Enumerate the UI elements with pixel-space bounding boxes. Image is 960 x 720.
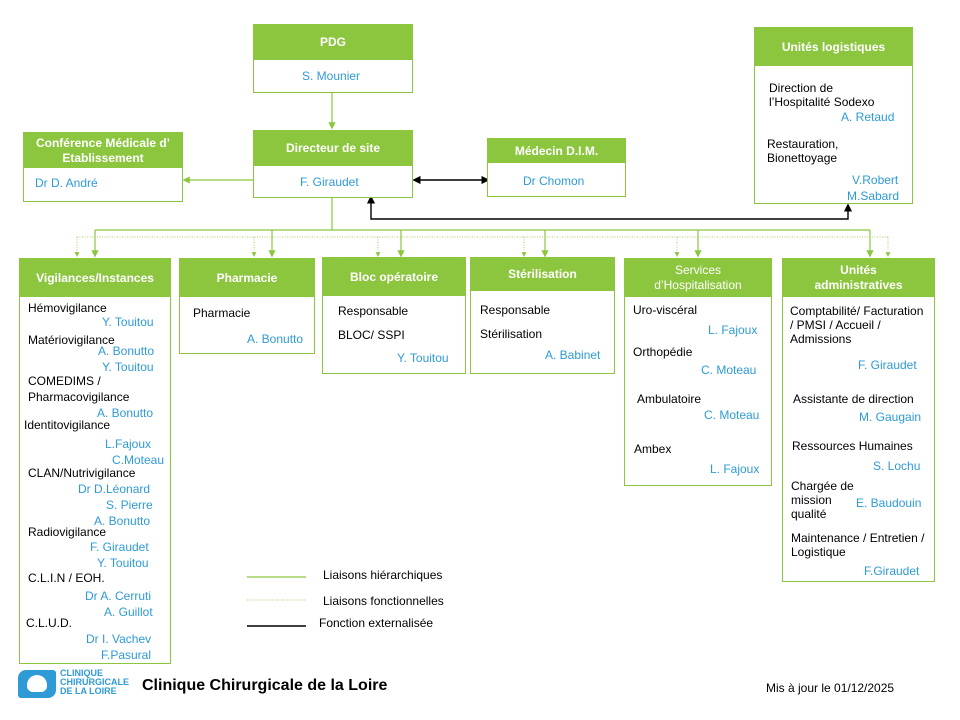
- logistics-item1-name: A. Retaud: [841, 110, 895, 124]
- admin-accounting-name: F. Giraudet: [858, 358, 917, 372]
- comedims-label: COMEDIMS /: [28, 374, 101, 388]
- clan-name1: Dr D.Léonard: [78, 482, 151, 496]
- clan-name2: S. Pierre: [106, 498, 153, 512]
- materiovigilance-name1: A. Bonutto: [98, 344, 155, 358]
- hospital-services-title: Services d’Hospitalisation: [625, 259, 771, 297]
- logistics-item2-name2: M.Sabard: [847, 189, 900, 203]
- vigilances-box: Vigilances/Instances Hémovigilance Y. To…: [19, 258, 171, 664]
- admin-hr: Ressources Humaines: [792, 439, 913, 453]
- dim-name: Dr Chomon: [523, 174, 585, 188]
- logistics-title: Unités logistiques: [755, 28, 912, 66]
- service-orthopedie-name: C. Moteau: [701, 363, 757, 377]
- radiovigilance-name1: F. Giraudet: [90, 540, 149, 554]
- site-director-title: Directeur de site: [254, 131, 412, 166]
- clin-label: C.L.I.N / EOH.: [28, 571, 105, 585]
- legend-external: Fonction externalisée: [319, 616, 434, 630]
- admin-accounting: Comptabilité/ Facturation / PMSI / Accue…: [790, 304, 924, 346]
- medical-conference-name: Dr D. André: [35, 176, 98, 190]
- admin-assistant-name: M. Gaugain: [859, 410, 922, 424]
- radiovigilance-name2: Y. Touitou: [97, 556, 149, 570]
- admin-maintenance-name: F.Giraudet: [864, 564, 920, 578]
- admin-hr-name: S. Lochu: [873, 459, 921, 473]
- hemovigilance-label: Hémovigilance: [28, 301, 107, 315]
- footer-title: Clinique Chirurgicale de la Loire: [142, 677, 388, 694]
- admin-assistant: Assistante de direction: [793, 392, 914, 406]
- hospital-services-box: Services d’Hospitalisation Uro-viscéral …: [624, 258, 772, 486]
- vigilances-title: Vigilances/Instances: [20, 259, 170, 297]
- identitovigilance-label: Identitovigilance: [24, 418, 111, 432]
- admin-maintenance: Maintenance / Entretien / Logistique: [791, 531, 925, 559]
- clinic-logo: CLINIQUE CHIRURGICALE DE LA LOIRE: [18, 668, 129, 699]
- pharmacy-name: A. Bonutto: [247, 332, 304, 346]
- or-block-box: Bloc opératoire Responsable BLOC/ SSPI Y…: [322, 257, 466, 374]
- comedims-name: A. Bonutto: [97, 406, 154, 420]
- materiovigilance-name2: Y. Touitou: [102, 360, 154, 374]
- sterilization-name: A. Babinet: [545, 348, 601, 362]
- logistics-box: Unités logistiques Direction de l’Hospit…: [754, 27, 913, 204]
- dim-box: Médecin D.I.M. Dr Chomon: [487, 138, 626, 197]
- sterilization-label1: Responsable: [480, 303, 551, 317]
- clin-name1: Dr A. Cerruti: [85, 589, 152, 603]
- ceo-name: S. Mounier: [302, 69, 361, 83]
- service-ambex: Ambex: [634, 442, 672, 456]
- clan-name3: A. Bonutto: [94, 514, 151, 528]
- legend-hierarchical: Liaisons hiérarchiques: [323, 568, 443, 582]
- medical-conference-title: Conférence Médicale d’ Etablissement: [24, 133, 182, 168]
- logistics-item1: Direction de l’Hospitalité Sodexo: [769, 81, 875, 109]
- service-ambex-name: L. Fajoux: [710, 462, 760, 476]
- service-uro-visceral: Uro-viscéral: [633, 303, 698, 317]
- service-uro-visceral-name: L. Fajoux: [708, 323, 758, 337]
- service-ambulatoire-name: C. Moteau: [704, 408, 760, 422]
- hemovigilance-name: Y. Touitou: [102, 315, 154, 329]
- ceo-box: PDG S. Mounier: [253, 24, 413, 93]
- sterilization-title: Stérilisation: [471, 258, 614, 291]
- admin-units-title: Unités administratives: [783, 259, 934, 297]
- logo-text: CLINIQUE CHIRURGICALE DE LA LOIRE: [60, 668, 129, 696]
- or-block-label1: Responsable: [338, 304, 409, 318]
- or-block-label2: BLOC/ SSPI: [338, 328, 405, 342]
- clud-name1: Dr I. Vachev: [86, 632, 152, 646]
- ceo-title: PDG: [254, 25, 412, 60]
- pharmacy-label: Pharmacie: [193, 306, 251, 320]
- clin-name2: A. Guillot: [104, 605, 153, 619]
- pharmacy-title: Pharmacie: [180, 259, 314, 297]
- or-block-title: Bloc opératoire: [323, 258, 465, 296]
- sterilization-label2: Stérilisation: [480, 327, 543, 341]
- logo-icon-inner: [27, 675, 47, 692]
- pharmacovigilance-label: Pharmacovigilance: [28, 390, 130, 404]
- dim-title: Médecin D.I.M.: [488, 139, 625, 163]
- service-orthopedie: Orthopédie: [633, 345, 693, 359]
- identitovigilance-name1: L.Fajoux: [105, 437, 152, 451]
- or-block-name: Y. Touitou: [397, 351, 449, 365]
- service-ambulatoire: Ambulatoire: [637, 392, 702, 406]
- admin-units-box: Unités administratives Comptabilité/ Fac…: [782, 258, 935, 582]
- admin-quality: Chargée de mission qualité: [791, 479, 854, 521]
- legend-functional: Liaisons fonctionnelles: [323, 594, 444, 608]
- pharmacy-box: Pharmacie Pharmacie A. Bonutto: [179, 258, 315, 354]
- materiovigilance-label: Matériovigilance: [28, 333, 115, 347]
- logistics-item2: Restauration, Bionettoyage: [767, 137, 839, 165]
- radiovigilance-label: Radiovigilance: [28, 525, 107, 539]
- sterilization-box: Stérilisation Responsable Stérilisation …: [470, 257, 615, 374]
- clud-label: C.L.U.D.: [26, 616, 73, 630]
- logistics-item2-name1: V.Robert: [852, 173, 899, 187]
- footer-updated: Mis à jour le 01/12/2025: [766, 681, 895, 695]
- identitovigilance-name2: C.Moteau: [112, 453, 165, 467]
- clud-name2: F.Pasural: [101, 648, 152, 662]
- admin-quality-name: E. Baudouin: [856, 496, 922, 510]
- clan-label: CLAN/Nutrivigilance: [28, 466, 136, 480]
- site-director-name: F. Giraudet: [300, 175, 359, 189]
- medical-conference-box: Conférence Médicale d’ Etablissement Dr …: [23, 132, 183, 202]
- site-director-box: Directeur de site F. Giraudet: [253, 130, 413, 198]
